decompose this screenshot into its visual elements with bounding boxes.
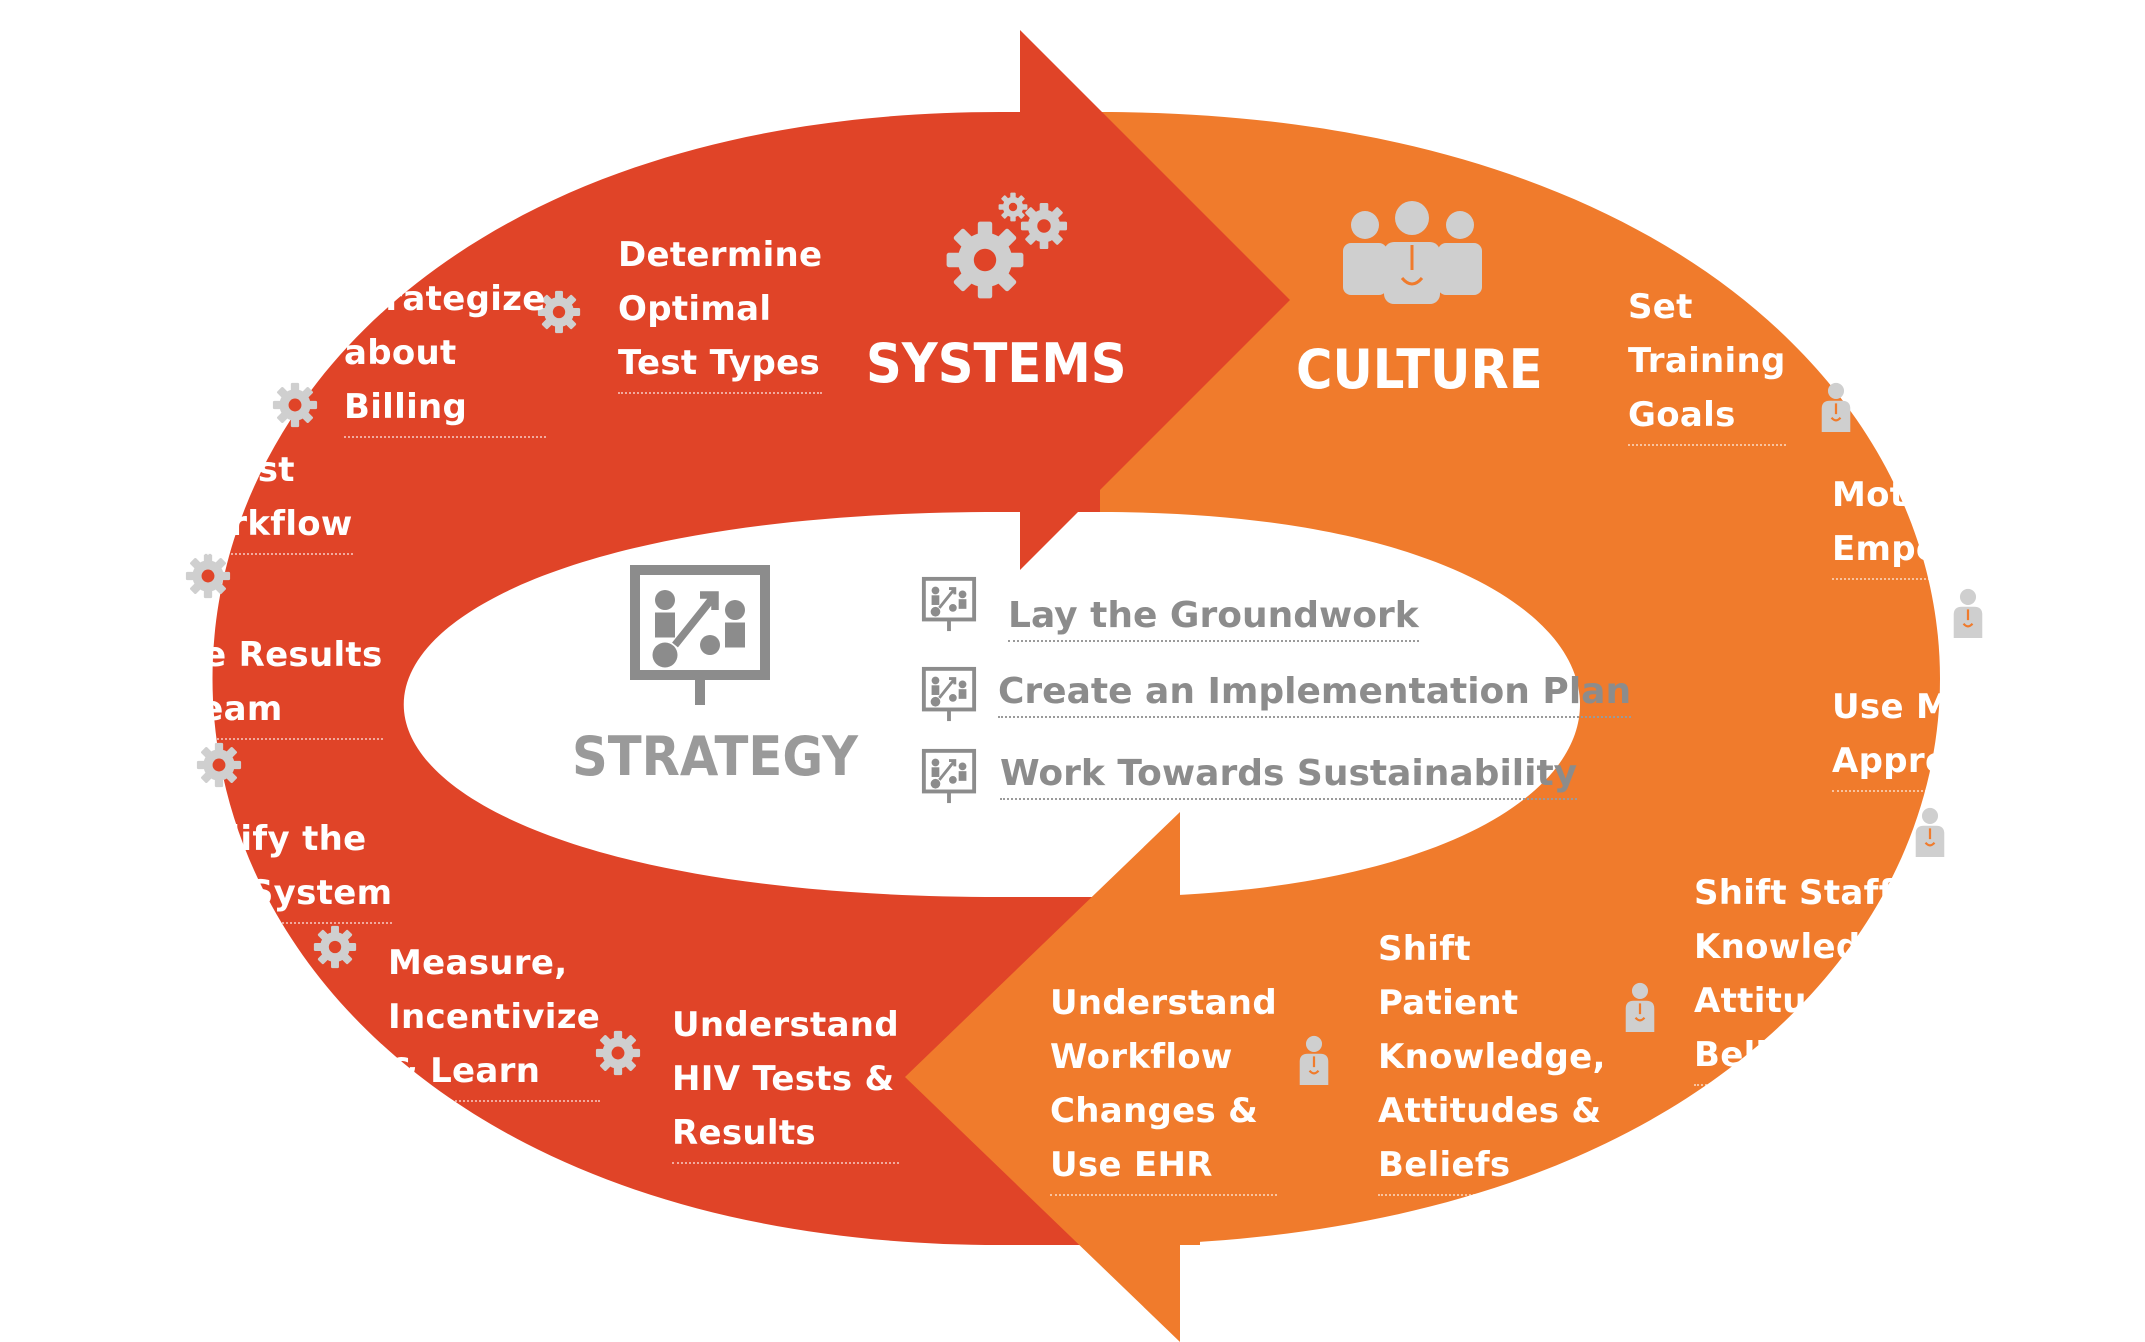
- strategy-step-groundwork: Lay the Groundwork: [1008, 592, 1419, 642]
- systems-band: [212, 112, 1100, 1245]
- person-icon: [1952, 588, 1984, 638]
- culture-arrow: [905, 812, 1200, 1342]
- culture-title: CULTURE: [1296, 338, 1543, 401]
- plan-board-icon: [924, 669, 974, 721]
- gear-icon: [595, 1030, 641, 1076]
- strategy-step-implementation-plan: Create an Implementation Plan: [998, 668, 1632, 718]
- strategy-title: STRATEGY: [572, 725, 859, 788]
- gear-icon: [196, 742, 242, 788]
- culture-band: [1100, 112, 1940, 1245]
- plan-board-icon: [924, 579, 974, 631]
- team-icon: [1343, 201, 1482, 304]
- systems-arrow: [1000, 30, 1290, 570]
- plan-board-icon: [924, 751, 974, 803]
- systems-title: SYSTEMS: [866, 332, 1127, 395]
- systems-item-measure-learn: Measure,Incentivize& Learn: [388, 936, 601, 1102]
- strategy-step-sustainability: Work Towards Sustainability: [1000, 750, 1578, 800]
- gear-icon: [272, 382, 318, 428]
- gear-icon: [313, 925, 357, 969]
- presentation-board-icon: [635, 570, 765, 705]
- gear-icon: [185, 553, 231, 599]
- culture-item-motivate-empower: Motivate &Empower: [1832, 468, 2047, 580]
- person-icon: [1914, 807, 1946, 857]
